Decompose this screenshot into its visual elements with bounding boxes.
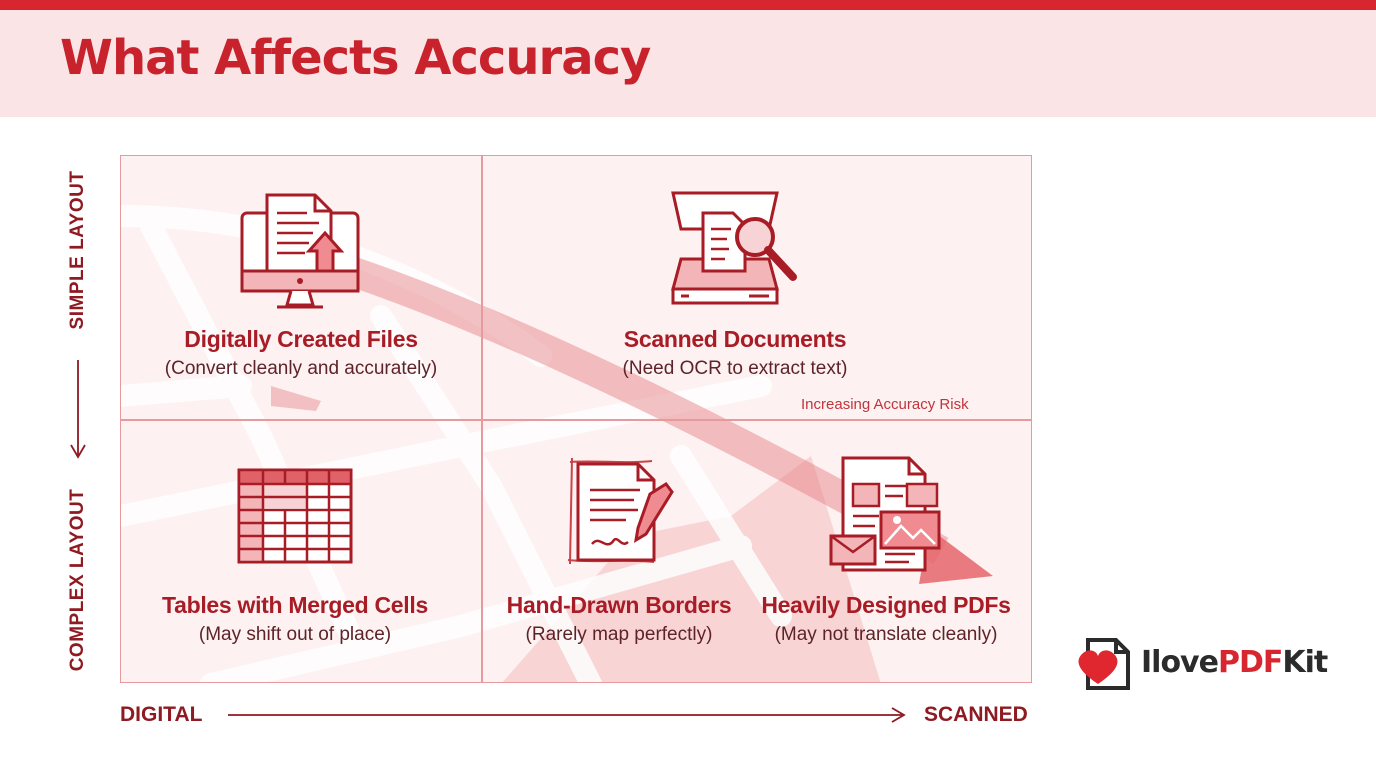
y-axis-arrow xyxy=(70,360,86,459)
quadrant-tables-title: Tables with Merged Cells xyxy=(162,592,428,618)
quadrant-scanned-title: Scanned Documents xyxy=(623,326,847,352)
y-axis: SIMPLE LAYOUT COMPLEX LAYOUT xyxy=(56,155,100,683)
brand-logo-text: IlovePDFKit xyxy=(1141,645,1328,680)
y-axis-label-simple: SIMPLE LAYOUT xyxy=(67,170,88,330)
header-band xyxy=(0,10,1376,117)
grid-divider-horizontal xyxy=(121,419,1031,421)
designed-layout-icon xyxy=(829,456,941,572)
quadrant-grid: Digitally Created Files (Convert cleanly… xyxy=(120,155,1032,683)
x-axis-arrow xyxy=(228,707,906,723)
brand-logo-part1: Ilove xyxy=(1141,645,1219,680)
brand-logo-icon xyxy=(1078,638,1130,690)
brand-logo-part3: Kit xyxy=(1282,645,1328,680)
page-title: What Affects Accuracy xyxy=(60,30,651,86)
quadrant-handdrawn-title: Hand-Drawn Borders xyxy=(506,592,732,618)
y-axis-label-complex: COMPLEX LAYOUT xyxy=(67,488,88,672)
quadrant-handdrawn-subtitle: (Rarely map perfectly) xyxy=(525,624,713,645)
quadrant-scanned-subtitle: (Need OCR to extract text) xyxy=(622,358,848,379)
x-axis-label-digital: DIGITAL xyxy=(120,703,203,726)
table-icon xyxy=(237,468,353,564)
quadrant-digital-title: Digitally Created Files xyxy=(184,326,418,352)
quadrant-designed-title: Heavily Designed PDFs xyxy=(761,592,1011,618)
accuracy-risk-label: Increasing Accuracy Risk xyxy=(801,396,969,413)
scanner-magnifier-icon xyxy=(671,191,797,305)
x-axis-label-scanned: SCANNED xyxy=(924,703,1028,726)
brand-logo-part2: PDF xyxy=(1217,645,1283,680)
monitor-document-icon xyxy=(240,193,360,309)
quadrant-digital-subtitle: (Convert cleanly and accurately) xyxy=(164,358,438,379)
top-accent-bar xyxy=(0,0,1376,10)
hand-drawn-document-icon xyxy=(567,457,674,565)
quadrant-designed-subtitle: (May not translate cleanly) xyxy=(774,624,998,645)
quadrant-tables-subtitle: (May shift out of place) xyxy=(198,624,392,645)
